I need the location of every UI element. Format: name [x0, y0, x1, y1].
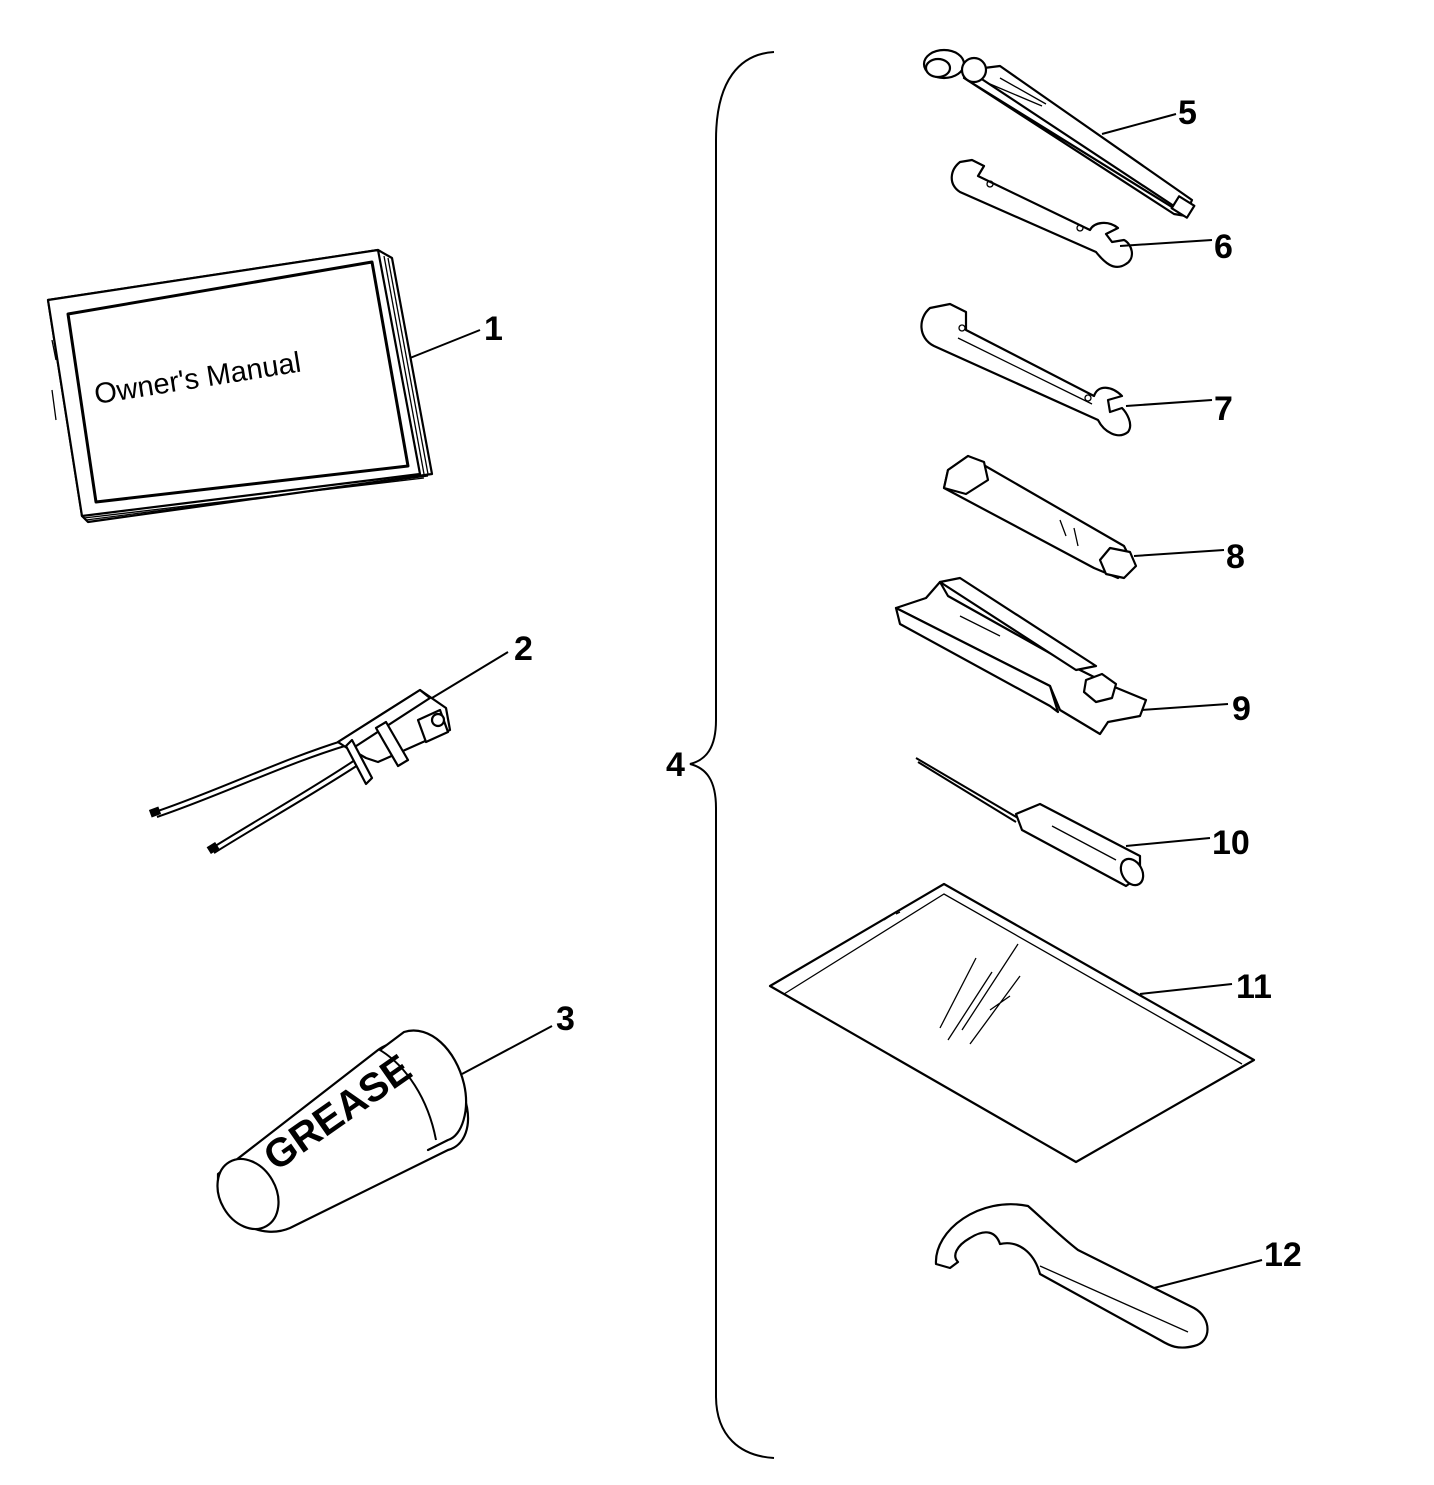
- callout-10: 10: [1212, 824, 1250, 862]
- grouping-brace: [689, 51, 775, 1459]
- open-end-wrench-large-illustration: [920, 302, 1132, 437]
- leader-line-11: [1139, 983, 1233, 995]
- spanner-tool-illustration: [894, 576, 1148, 736]
- callout-8: 8: [1226, 538, 1245, 576]
- callout-1: 1: [484, 310, 503, 348]
- leader-line-7: [1125, 399, 1213, 407]
- leader-line-2: [431, 651, 509, 699]
- leader-line-12: [1153, 1259, 1263, 1289]
- screwdriver-illustration: [915, 757, 1145, 888]
- socket-driver-illustration: [922, 48, 1196, 219]
- leader-line-6: [1119, 239, 1213, 247]
- callout-6: 6: [1214, 228, 1233, 266]
- leader-line-8: [1133, 549, 1225, 557]
- leader-line-9: [1141, 703, 1229, 711]
- callout-12: 12: [1264, 1236, 1302, 1274]
- callout-7: 7: [1214, 390, 1233, 428]
- tube-socket-wrench-illustration: [942, 454, 1138, 580]
- leader-line-3: [461, 1025, 553, 1075]
- leader-line-10: [1125, 837, 1211, 847]
- connector-illustration: [148, 688, 452, 855]
- callout-2: 2: [514, 630, 533, 668]
- callout-11: 11: [1236, 968, 1272, 1006]
- leader-line-5: [1101, 113, 1177, 135]
- open-end-wrench-small-illustration: [950, 158, 1133, 268]
- leader-line-1: [409, 329, 481, 359]
- owners-manual-illustration: Owner's Manual: [46, 248, 434, 524]
- callout-4: 4: [666, 746, 685, 784]
- grease-tube-illustration: GREASE: [216, 1029, 469, 1233]
- tool-bag-illustration: [768, 882, 1256, 1164]
- callout-3: 3: [556, 1000, 575, 1038]
- callout-5: 5: [1178, 94, 1197, 132]
- hook-spanner-illustration: [934, 1203, 1209, 1349]
- callout-9: 9: [1232, 690, 1251, 728]
